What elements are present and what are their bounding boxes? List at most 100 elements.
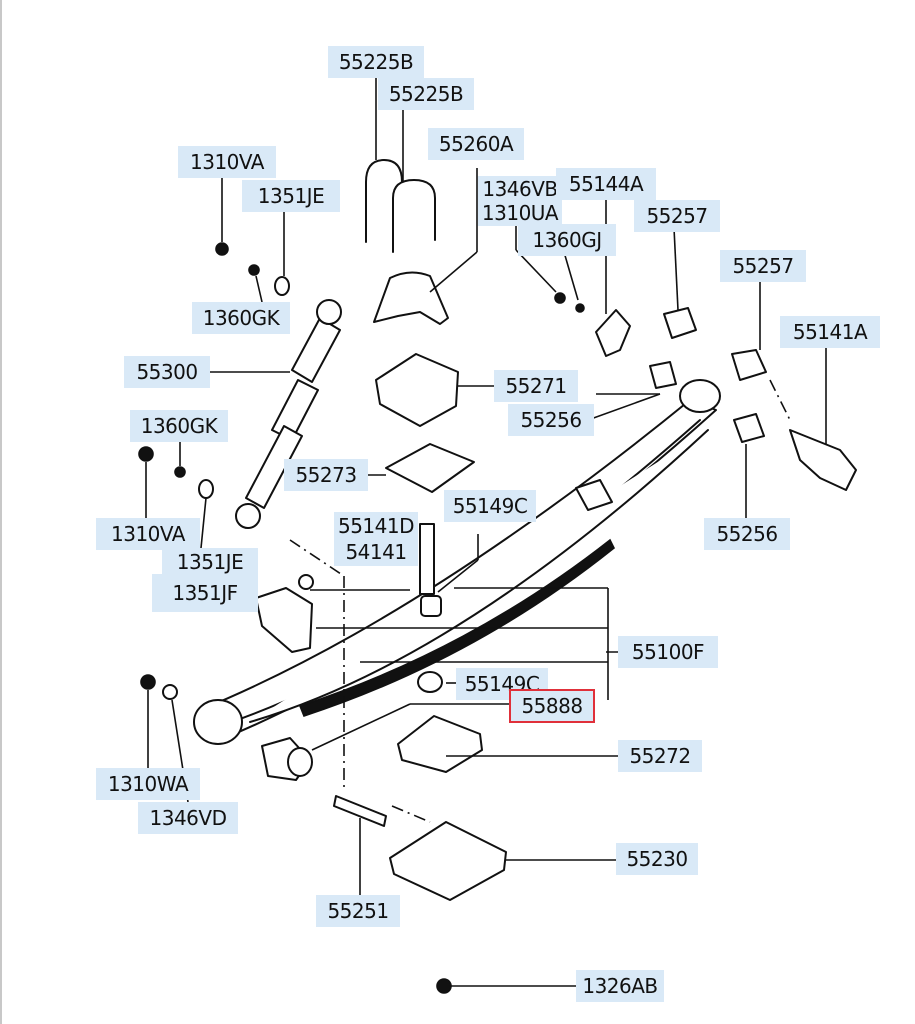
callout-text: 55257 — [646, 204, 707, 228]
shock-absorber-drawing — [210, 299, 342, 529]
callout-text: 55225B — [389, 82, 463, 106]
callout-text: 1360GK — [203, 306, 281, 330]
callout-55257[interactable]: 55257 — [634, 200, 720, 232]
callout-box — [96, 518, 200, 550]
callout-highlight-box — [509, 689, 595, 723]
insulator-drawing — [362, 443, 475, 493]
callout-55141a[interactable]: 55141A — [780, 316, 880, 348]
callout-box — [720, 250, 806, 282]
callout-text: 55141D — [338, 514, 414, 538]
callout-1351je[interactable]: 1351JE — [162, 548, 258, 576]
callout-text: 1351JF — [172, 581, 237, 605]
callout-1346vd[interactable]: 1346VD — [138, 802, 238, 834]
callout-55256[interactable]: 55256 — [704, 518, 790, 550]
callout-box — [192, 302, 290, 334]
callout-box — [444, 490, 536, 522]
center-bolt-drawing — [417, 523, 479, 693]
callout-55260a[interactable]: 55260A — [428, 128, 524, 160]
callout-text: 55149C — [453, 494, 528, 518]
callout-box — [518, 224, 616, 256]
spring-seat-drawing — [389, 805, 618, 901]
callout-text: 1310VA — [111, 522, 186, 546]
callout-box — [556, 168, 656, 200]
callout-55257[interactable]: 55257 — [720, 250, 806, 282]
callout-55271[interactable]: 55271 — [494, 370, 578, 402]
callout-box — [478, 176, 562, 202]
callout-1351jf[interactable]: 1351JF — [152, 574, 258, 612]
callout-text: 1351JE — [177, 550, 243, 574]
callout-text: 55300 — [136, 360, 197, 384]
callout-text: 1310WA — [108, 772, 189, 796]
callout-box — [508, 404, 594, 436]
callout-text: 55100F — [632, 640, 704, 664]
fasteners-upper-left — [138, 176, 290, 559]
callout-text: 1310UA — [482, 201, 559, 225]
callout-55225b[interactable]: 55225B — [378, 78, 474, 110]
callout-box — [242, 180, 340, 212]
callout-box — [124, 356, 210, 388]
callout-55144a[interactable]: 55144A — [556, 168, 656, 200]
callout-text: 55888 — [521, 694, 582, 718]
callout-box — [576, 970, 664, 1002]
callout-text: 55271 — [505, 374, 566, 398]
callout-box — [494, 370, 578, 402]
callout-box — [152, 574, 258, 612]
callout-text: 55273 — [295, 463, 356, 487]
callout-1310va[interactable]: 1310VA — [96, 518, 200, 550]
callout-box — [704, 518, 790, 550]
callout-text: 54141 — [345, 540, 406, 564]
callout-box — [428, 128, 524, 160]
spring-pad-drawing — [375, 353, 494, 427]
callout-box — [616, 843, 698, 875]
callout-box — [178, 146, 276, 178]
callout-box — [328, 46, 424, 78]
callout-box — [316, 895, 400, 927]
callout-55251[interactable]: 55251 — [316, 895, 400, 927]
shackle-fasteners — [515, 200, 857, 520]
callout-55225b[interactable]: 55225B — [328, 46, 424, 78]
callout-1360gk[interactable]: 1360GK — [192, 302, 290, 334]
callout-55141d[interactable]: 55141D — [334, 512, 418, 540]
callout-box — [334, 538, 418, 566]
callout-text: 55256 — [520, 408, 581, 432]
callout-text: 55251 — [327, 899, 388, 923]
callout-text: 1360GK — [141, 414, 219, 438]
callout-55272[interactable]: 55272 — [618, 740, 702, 772]
callout-55256[interactable]: 55256 — [508, 404, 594, 436]
callout-1326ab[interactable]: 1326AB — [576, 970, 664, 1002]
callout-1360gj[interactable]: 1360GJ — [518, 224, 616, 256]
bracket-drawing — [255, 539, 624, 790]
callout-text: 55256 — [716, 522, 777, 546]
callout-text: 1310VA — [190, 150, 265, 174]
callout-text: 55141A — [793, 320, 868, 344]
callout-55273[interactable]: 55273 — [284, 459, 368, 491]
callout-1351je[interactable]: 1351JE — [242, 180, 340, 212]
callout-1310ua[interactable]: 1310UA — [478, 200, 562, 226]
fasteners-lower-left — [140, 674, 189, 803]
u-bolt-seat-drawing — [373, 168, 478, 325]
callout-text: 55225B — [339, 50, 413, 74]
callout-text: 55144A — [569, 172, 644, 196]
callout-box — [130, 410, 228, 442]
callout-55300[interactable]: 55300 — [124, 356, 210, 388]
callout-box — [162, 548, 258, 576]
callout-54141[interactable]: 54141 — [334, 538, 418, 566]
callout-box — [618, 740, 702, 772]
callout-55888[interactable]: 55888 — [509, 689, 595, 723]
callout-text: 55272 — [629, 744, 690, 768]
callout-1346vb[interactable]: 1346VB — [478, 176, 562, 202]
callout-55100f[interactable]: 55100F — [618, 636, 718, 668]
bolt-drawing — [333, 795, 387, 896]
callout-55230[interactable]: 55230 — [616, 843, 698, 875]
callout-text: 1346VD — [150, 806, 227, 830]
u-bolt-drawing — [365, 78, 436, 253]
callout-box — [378, 78, 474, 110]
callout-text: 1360GJ — [532, 228, 601, 252]
callout-1310va[interactable]: 1310VA — [178, 146, 276, 178]
callout-1360gk[interactable]: 1360GK — [130, 410, 228, 442]
callout-text: 55230 — [626, 847, 687, 871]
callout-1310wa[interactable]: 1310WA — [96, 768, 200, 800]
callout-55149c[interactable]: 55149C — [444, 490, 536, 522]
